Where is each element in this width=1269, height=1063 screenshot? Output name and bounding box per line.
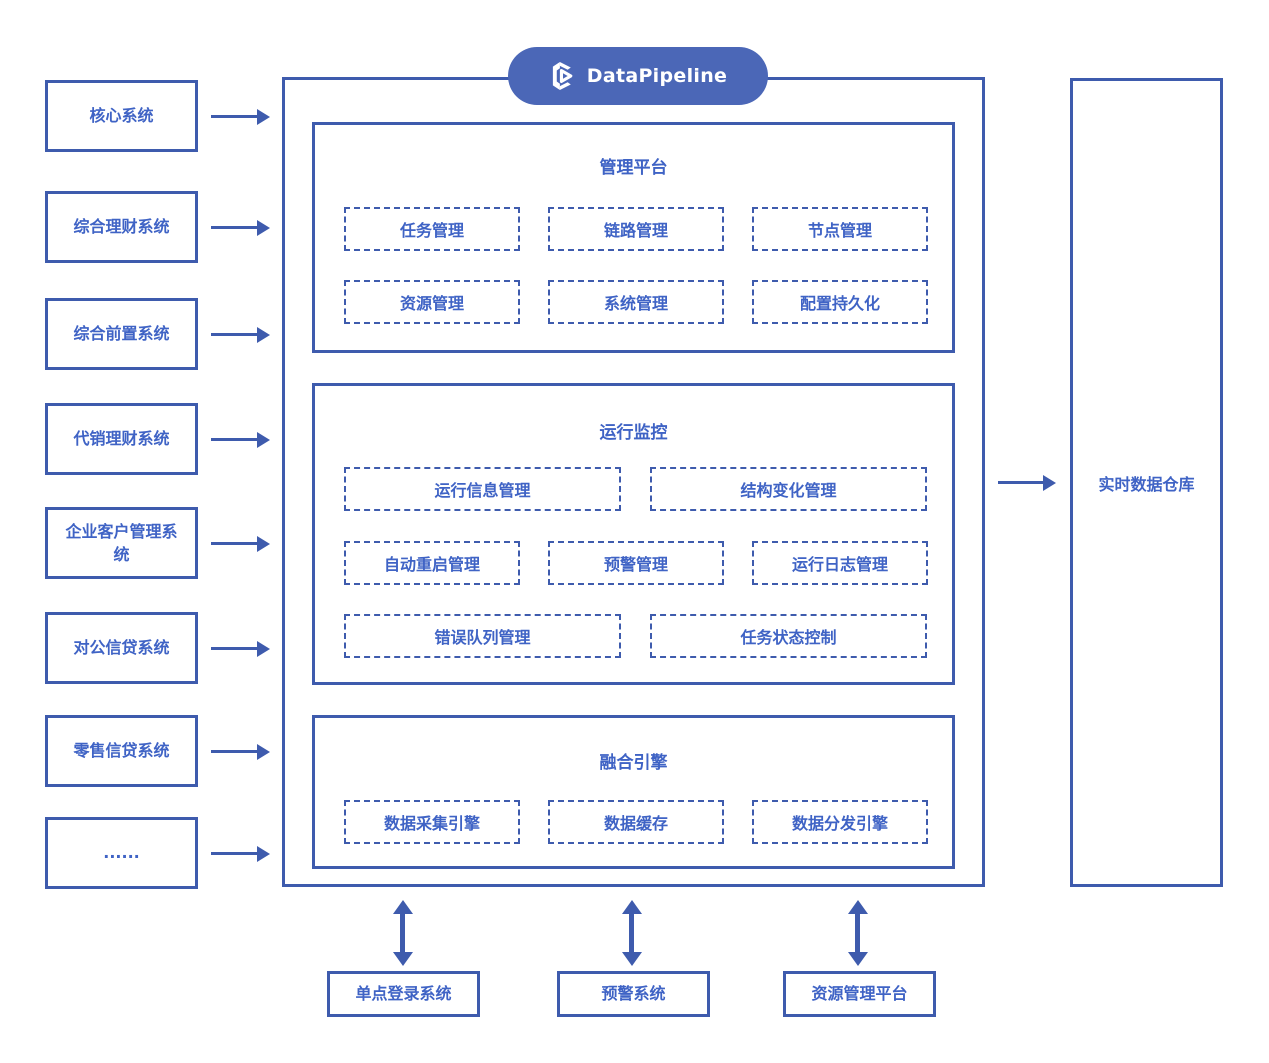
module-resource-management: 资源管理: [344, 280, 520, 324]
module-label: 数据采集引擎: [383, 814, 480, 833]
external-label: 预警系统: [601, 984, 666, 1004]
module-runtime-log-management: 运行日志管理: [752, 541, 928, 585]
datapipeline-logo-badge: DataPipeline: [508, 47, 768, 105]
source-box-wealth-mgmt-system: 综合理财系统: [45, 191, 198, 263]
source-label: 综合理财系统: [73, 217, 170, 237]
source-box-core-system: 核心系统: [45, 80, 198, 152]
source-box-front-end-system: 综合前置系统: [45, 298, 198, 370]
section-title: 运行监控: [599, 423, 668, 443]
realtime-data-warehouse-box: 实时数据仓库: [1070, 78, 1223, 887]
module-alert-management: 预警管理: [548, 541, 724, 585]
module-label: 系统管理: [603, 294, 668, 313]
arrow-platform-to-warehouse: [998, 481, 1043, 484]
warehouse-label: 实时数据仓库: [1098, 474, 1195, 494]
module-label: 错误队列管理: [434, 628, 531, 647]
section-title: 融合引擎: [599, 753, 668, 773]
module-label: 任务管理: [399, 221, 464, 240]
source-box-corporate-customer-mgmt-system: 企业客户管理系统: [45, 507, 198, 579]
arrow-more-systems-to-platform: [211, 852, 257, 855]
external-label: 资源管理平台: [811, 984, 908, 1004]
module-data-collection-engine: 数据采集引擎: [344, 800, 520, 844]
source-label: 零售信贷系统: [73, 741, 170, 761]
source-box-agency-wealth-system: 代销理财系统: [45, 403, 198, 475]
source-label: 代销理财系统: [73, 429, 170, 449]
section-management-platform: 管理平台 任务管理 链路管理 节点管理 资源管理 系统管理 配置持久化: [312, 122, 955, 353]
source-box-more-systems: ......: [45, 817, 198, 889]
arrow-core-system-to-platform: [211, 115, 257, 118]
source-label: 综合前置系统: [73, 324, 170, 344]
source-label: 对公信贷系统: [73, 638, 170, 658]
arrow-agency-wealth-to-platform: [211, 438, 257, 441]
arrow-wealth-mgmt-to-platform: [211, 226, 257, 229]
logo-wordmark: DataPipeline: [586, 65, 728, 87]
section-fusion-engine: 融合引擎 数据采集引擎 数据缓存 数据分发引擎: [312, 715, 955, 869]
module-link-management: 链路管理: [548, 207, 724, 251]
module-label: 结构变化管理: [740, 481, 837, 500]
arrow-corporate-customer-to-platform: [211, 542, 257, 545]
source-label: 企业客户管理系统: [65, 521, 178, 564]
module-data-distribution-engine: 数据分发引擎: [752, 800, 928, 844]
module-label: 配置持久化: [799, 294, 880, 313]
module-label: 数据缓存: [603, 814, 668, 833]
module-task-management: 任务管理: [344, 207, 520, 251]
module-error-queue-management: 错误队列管理: [344, 614, 621, 658]
module-label: 运行信息管理: [434, 481, 531, 500]
source-box-corporate-credit-system: 对公信贷系统: [45, 612, 198, 684]
arrow-platform-sso-bidirectional: [400, 913, 405, 953]
arrow-corporate-credit-to-platform: [211, 647, 257, 650]
module-label: 数据分发引擎: [791, 814, 888, 833]
module-label: 预警管理: [603, 555, 668, 574]
source-label: ......: [103, 843, 140, 863]
module-label: 资源管理: [399, 294, 464, 313]
section-title: 管理平台: [599, 158, 668, 178]
module-label: 自动重启管理: [383, 555, 480, 574]
arrow-platform-alert-bidirectional: [629, 913, 634, 953]
module-node-management: 节点管理: [752, 207, 928, 251]
module-label: 链路管理: [603, 221, 668, 240]
datapipeline-logo-icon: [552, 62, 573, 90]
arrow-retail-credit-to-platform: [211, 750, 257, 753]
module-schema-change-management: 结构变化管理: [650, 467, 927, 511]
external-box-alert-system: 预警系统: [557, 971, 710, 1017]
module-system-management: 系统管理: [548, 280, 724, 324]
module-label: 任务状态控制: [740, 628, 837, 647]
module-task-status-control: 任务状态控制: [650, 614, 927, 658]
module-data-cache: 数据缓存: [548, 800, 724, 844]
section-operation-monitoring: 运行监控 运行信息管理 结构变化管理 自动重启管理 预警管理 运行日志管理 错误…: [312, 383, 955, 685]
module-label: 节点管理: [807, 221, 872, 240]
module-runtime-info-management: 运行信息管理: [344, 467, 621, 511]
module-auto-restart-management: 自动重启管理: [344, 541, 520, 585]
external-label: 单点登录系统: [355, 984, 452, 1004]
module-label: 运行日志管理: [791, 555, 888, 574]
source-label: 核心系统: [89, 106, 154, 126]
module-config-persistence: 配置持久化: [752, 280, 928, 324]
arrow-front-end-to-platform: [211, 333, 257, 336]
arrow-platform-resource-bidirectional: [855, 913, 860, 953]
source-box-retail-credit-system: 零售信贷系统: [45, 715, 198, 787]
external-box-resource-mgmt-platform: 资源管理平台: [783, 971, 936, 1017]
external-box-sso-system: 单点登录系统: [327, 971, 480, 1017]
